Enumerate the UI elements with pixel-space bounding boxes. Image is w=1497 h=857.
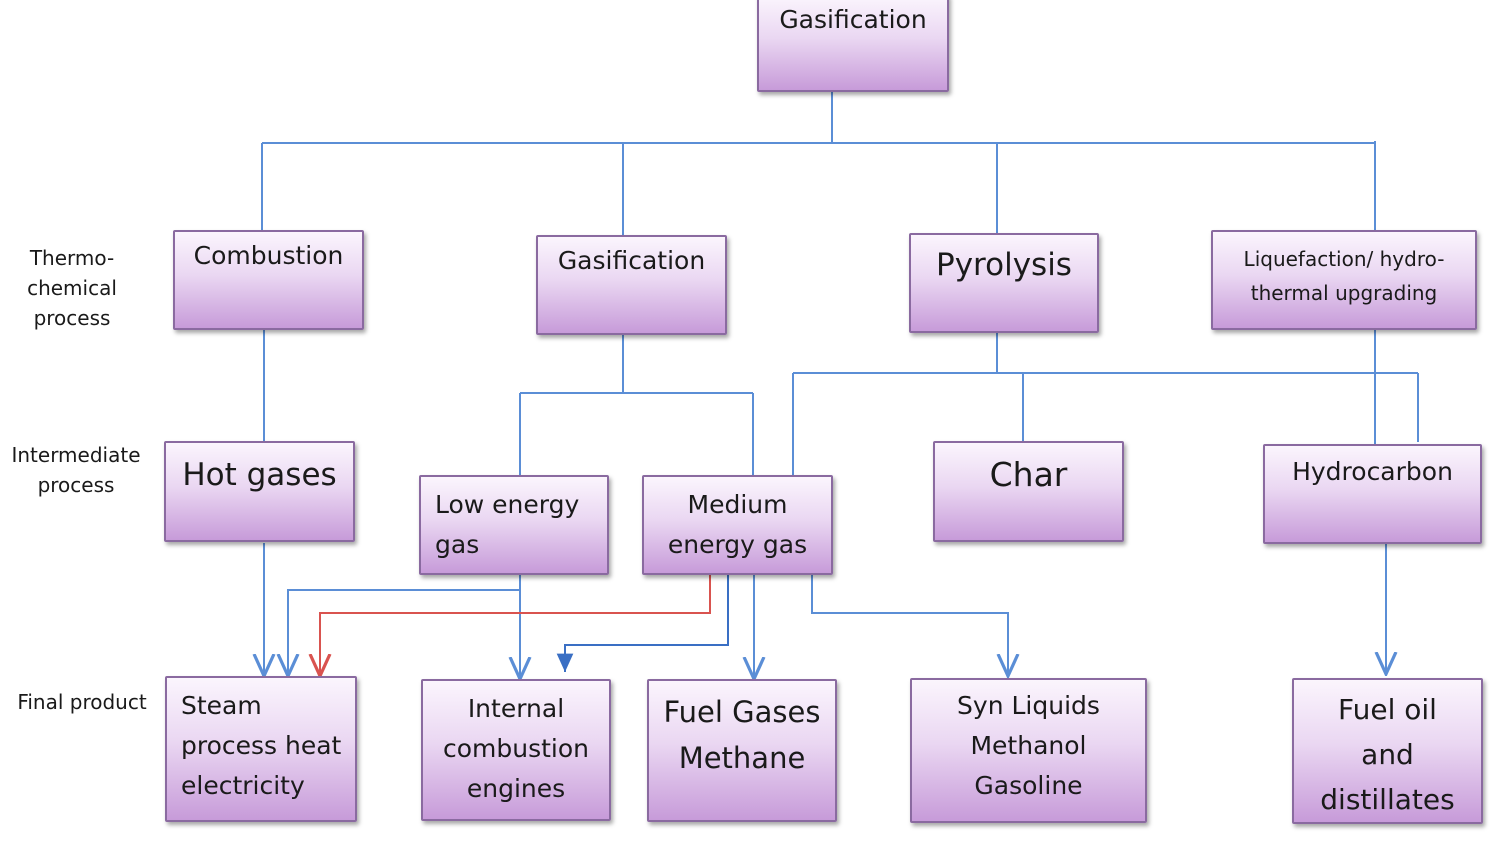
- row-label-intermediate: Intermediate process: [4, 440, 148, 500]
- node-medium-energy-gas: Medium energy gas: [642, 475, 833, 575]
- row-label-line: Intermediate: [11, 443, 141, 467]
- node-label: Fuel oil: [1338, 693, 1437, 726]
- node-fuel-oil: Fuel oil and distillates: [1292, 678, 1483, 824]
- node-label: Medium: [687, 490, 788, 519]
- row-label-line: process: [37, 473, 115, 497]
- arrow-low-energy-steam: [288, 575, 521, 676]
- node-combustion: Combustion: [173, 230, 364, 330]
- node-label: Methanol: [970, 731, 1087, 760]
- node-label: Char: [989, 455, 1068, 494]
- node-label: energy gas: [667, 530, 808, 559]
- row-label-thermochemical: Thermo- chemical process: [14, 243, 130, 333]
- node-low-energy-gas: Low energy gas: [419, 475, 609, 575]
- node-label: Internal: [467, 694, 565, 723]
- line-pyrolysis-bus: [792, 333, 1419, 475]
- node-label: electricity: [181, 771, 305, 800]
- node-hot-gases: Hot gases: [164, 441, 355, 542]
- node-label: thermal upgrading: [1250, 281, 1438, 305]
- arrow-medium-ic: [556, 575, 729, 672]
- row-label-final: Final product: [8, 687, 156, 717]
- node-label: gas: [435, 530, 480, 559]
- node-ic-engines: Internal combustion engines: [421, 679, 611, 821]
- node-label: Gasification: [779, 5, 927, 34]
- row-label-line: Thermo-: [29, 246, 115, 270]
- line-gasification-split: [519, 335, 754, 475]
- row-label-line: chemical: [27, 276, 117, 300]
- node-label: Low energy: [435, 490, 580, 519]
- node-label: process heat: [181, 731, 342, 760]
- node-label: Fuel Gases: [663, 695, 821, 729]
- arrow-medium-steam-red: [320, 575, 711, 676]
- node-label: Liquefaction/ hydro-: [1243, 247, 1445, 271]
- node-label: Methane: [678, 741, 806, 776]
- node-steam: Steam process heat electricity: [165, 676, 357, 822]
- node-label: Steam: [181, 691, 262, 720]
- node-label: Hydrocarbon: [1292, 457, 1453, 486]
- node-liquefaction: Liquefaction/ hydro- thermal upgrading: [1211, 230, 1477, 330]
- node-label: Pyrolysis: [936, 247, 1072, 283]
- node-label: Syn Liquids: [957, 691, 1100, 720]
- node-hydrocarbon: Hydrocarbon: [1263, 444, 1482, 544]
- node-gasification-root: Gasification: [757, 0, 949, 92]
- node-gasification: Gasification: [536, 235, 727, 335]
- node-label: engines: [466, 774, 566, 803]
- node-label: Gasification: [557, 246, 706, 275]
- arrow-medium-syn-liquids: [811, 575, 1008, 676]
- node-label: combustion: [442, 734, 590, 763]
- row-label-line: Final product: [17, 690, 147, 714]
- node-label: and: [1361, 737, 1414, 771]
- node-label: distillates: [1320, 782, 1455, 816]
- node-label: Gasoline: [974, 771, 1083, 800]
- node-pyrolysis: Pyrolysis: [909, 233, 1099, 333]
- node-label: Combustion: [193, 241, 344, 270]
- node-syn-liquids: Syn Liquids Methanol Gasoline: [910, 678, 1147, 823]
- row-label-line: process: [33, 306, 111, 330]
- node-fuel-gases: Fuel Gases Methane: [647, 679, 837, 822]
- node-label: Hot gases: [182, 457, 337, 493]
- node-char: Char: [933, 441, 1124, 542]
